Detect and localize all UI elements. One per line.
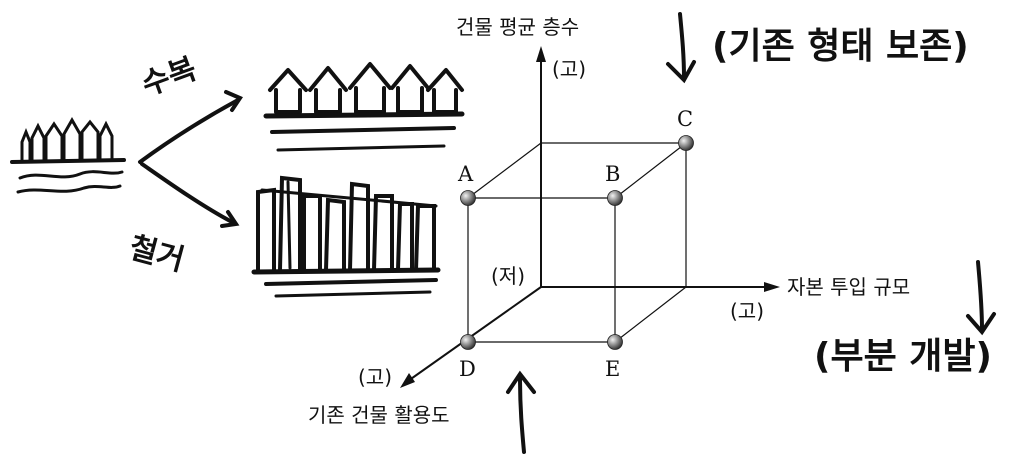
handwritten-repair: 수복 [137,51,201,103]
handwritten-demolish: 철거 [126,230,188,278]
point-c-marker [678,135,694,151]
point-b-marker [607,190,623,206]
handwritten-conserve: (기존 형태 보존) [712,26,969,67]
handwritten-partial: (부분 개발) [814,336,992,377]
vertical-axis-high-mark: (고) [552,57,586,81]
diagonal-axis-label: 기존 건물 활용도 [308,403,450,427]
point-a-marker [460,190,476,206]
axis-lines [400,46,780,388]
down-arrow-right [966,260,996,336]
down-arrow-top [666,12,696,84]
sketch-highrise-buildings [251,175,441,298]
point-d-label: D [459,357,476,381]
vertical-axis-label: 건물 평균 층수 [456,15,579,39]
up-arrow-bottom [506,370,536,454]
point-e-marker [607,334,623,350]
point-a-label: A [457,162,474,186]
origin-low-mark: (저) [491,264,525,288]
right-axis-label: 자본 투입 규모 [787,275,910,299]
cube-points [460,135,694,350]
point-c-label: C [677,107,693,131]
diagonal-axis-high-mark: (고) [358,365,392,389]
arrow-to-repair [138,90,243,164]
point-d-marker [460,334,476,350]
point-b-label: B [605,162,620,186]
point-e-label: E [605,357,620,381]
arrow-to-demolish [140,162,240,228]
sketch-original-buildings [10,116,126,194]
cube-edges [467,142,687,343]
right-axis-high-mark: (고) [730,299,764,323]
sketch-repaired-houses [263,62,465,152]
